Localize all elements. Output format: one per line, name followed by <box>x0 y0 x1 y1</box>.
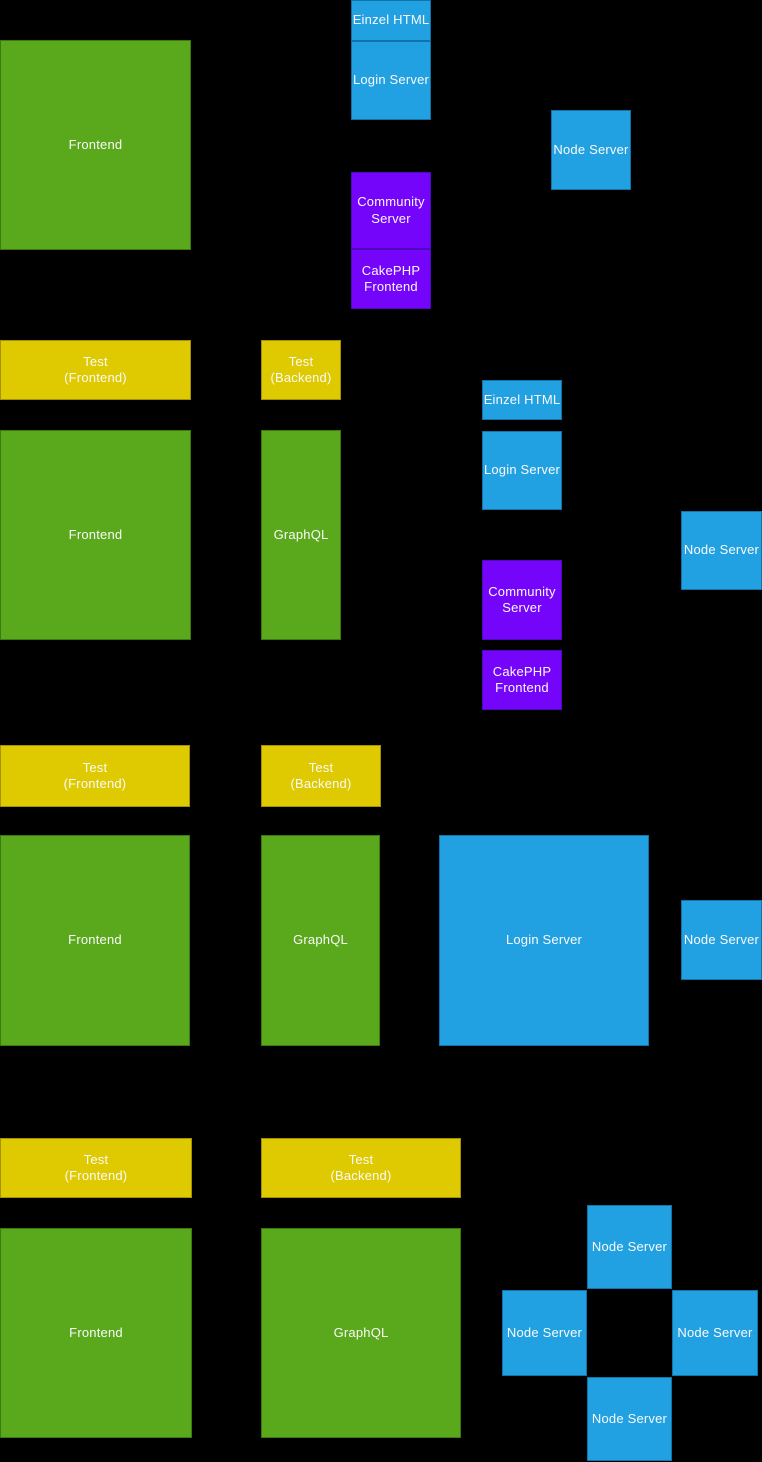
node-node-server-s3[interactable]: Node Server <box>681 900 762 980</box>
node-community-server-s1[interactable]: Community Server <box>351 172 431 249</box>
node-label: Frontend <box>69 1324 123 1340</box>
node-label: GraphQL <box>293 932 348 948</box>
node-cakephp-frontend-s2[interactable]: CakePHP Frontend <box>482 650 562 710</box>
node-frontend-s4[interactable]: Frontend <box>0 1228 192 1438</box>
node-label: Node Server <box>506 1324 583 1340</box>
node-graphql-s2[interactable]: GraphQL <box>261 430 341 640</box>
node-node-server-s2[interactable]: Node Server <box>681 511 762 590</box>
node-test-frontend-s2[interactable]: Test (Frontend) <box>0 340 191 400</box>
node-label: GraphQL <box>333 1324 389 1340</box>
node-label: Frontend <box>68 526 123 542</box>
node-label: Test (Frontend) <box>63 759 127 791</box>
node-label: CakePHP Frontend <box>361 262 421 294</box>
node-login-server-s2[interactable]: Login Server <box>482 431 562 510</box>
node-label: GraphQL <box>273 526 329 542</box>
node-label: Frontend <box>68 932 122 948</box>
node-node-server-s4[interactable]: Node Server <box>502 1290 587 1376</box>
node-label: Community Server <box>357 194 425 226</box>
node-frontend-s2[interactable]: Frontend <box>0 430 191 640</box>
node-label: Node Server <box>683 542 760 558</box>
node-label: Test (Backend) <box>290 759 352 791</box>
node-test-backend-s2[interactable]: Test (Backend) <box>261 340 341 400</box>
node-label: Test (Backend) <box>270 353 332 385</box>
node-frontend-s1[interactable]: Frontend <box>0 40 191 250</box>
node-node-server-s4[interactable]: Node Server <box>672 1290 758 1376</box>
node-graphql-s3[interactable]: GraphQL <box>261 835 380 1046</box>
node-label: Node Server <box>683 931 760 947</box>
node-login-server-s1[interactable]: Login Server <box>351 41 431 120</box>
node-label: Community Server <box>488 583 556 615</box>
node-label: Einzel HTML <box>352 12 430 28</box>
node-login-server-s3[interactable]: Login Server <box>439 835 649 1046</box>
node-label: Test (Frontend) <box>64 1151 128 1183</box>
node-label: CakePHP Frontend <box>492 663 552 695</box>
node-einzel-html-s1[interactable]: Einzel HTML <box>351 0 431 41</box>
node-label: Node Server <box>553 141 629 157</box>
node-label: Login Server <box>483 462 561 478</box>
node-graphql-s4[interactable]: GraphQL <box>261 1228 461 1438</box>
node-label: Node Server <box>591 1410 668 1426</box>
node-test-backend-s4[interactable]: Test (Backend) <box>261 1138 461 1198</box>
node-community-server-s2[interactable]: Community Server <box>482 560 562 640</box>
node-label: Login Server <box>505 932 583 948</box>
node-label: Login Server <box>352 72 430 88</box>
node-label: Node Server <box>591 1238 668 1254</box>
node-label: Einzel HTML <box>483 391 561 407</box>
node-einzel-html-s2[interactable]: Einzel HTML <box>482 380 562 420</box>
node-cakephp-frontend-s1[interactable]: CakePHP Frontend <box>351 249 431 309</box>
node-node-server-s4[interactable]: Node Server <box>587 1205 672 1289</box>
node-test-frontend-s4[interactable]: Test (Frontend) <box>0 1138 192 1198</box>
node-label: Test (Backend) <box>330 1151 392 1183</box>
node-frontend-s3[interactable]: Frontend <box>0 835 190 1046</box>
node-test-backend-s3[interactable]: Test (Backend) <box>261 745 381 807</box>
node-test-frontend-s3[interactable]: Test (Frontend) <box>0 745 190 807</box>
node-node-server-s4[interactable]: Node Server <box>587 1377 672 1461</box>
node-label: Node Server <box>677 1324 753 1340</box>
node-label: Frontend <box>68 136 123 152</box>
node-label: Test (Frontend) <box>64 353 127 385</box>
node-node-server-s1[interactable]: Node Server <box>551 110 631 190</box>
